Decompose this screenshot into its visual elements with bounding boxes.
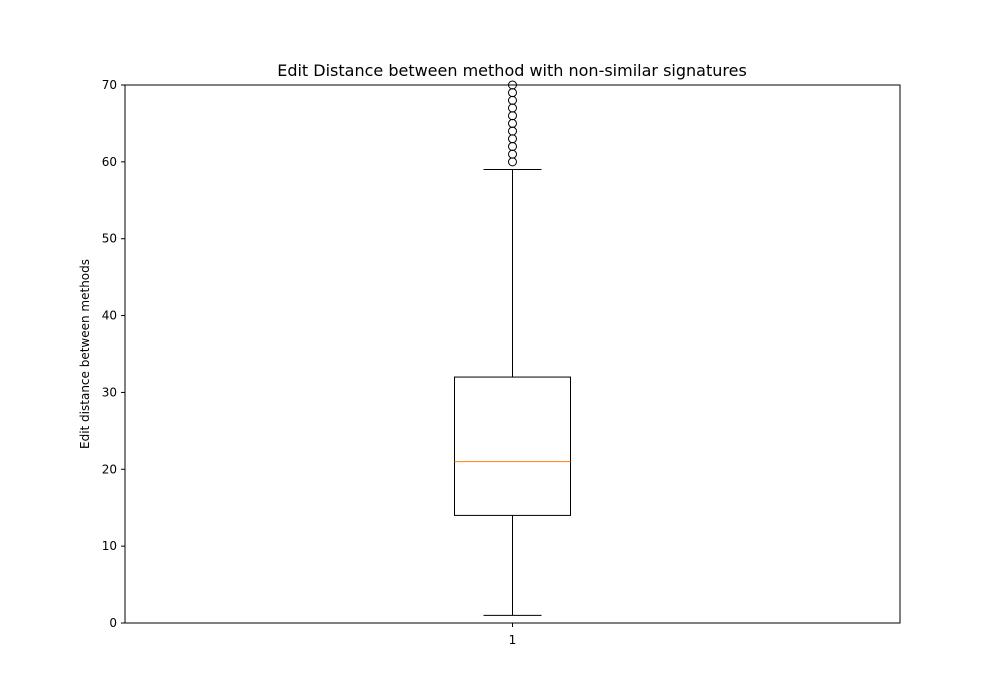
y-tick-label: 0 <box>109 616 117 630</box>
outlier-point <box>508 118 517 128</box>
x-tick-label: 1 <box>509 633 517 647</box>
outlier-point <box>508 134 517 144</box>
outlier-point <box>508 141 517 151</box>
y-axis-label: Edit distance between methods <box>78 259 92 449</box>
y-tick-label: 70 <box>102 78 117 92</box>
outlier-point <box>508 88 517 98</box>
plot-frame <box>124 84 901 624</box>
y-tick-label: 10 <box>102 539 117 553</box>
outlier-point <box>508 111 517 121</box>
y-tick-label: 60 <box>102 155 117 169</box>
outlier-point <box>508 95 517 105</box>
y-tick-label: 40 <box>102 309 117 323</box>
x-axis: 1 <box>509 623 517 647</box>
y-tick-label: 30 <box>102 385 117 399</box>
outlier-point <box>508 103 517 113</box>
chart-title: Edit Distance between method with non-si… <box>277 61 747 80</box>
outlier-point <box>508 157 517 167</box>
outlier-point <box>508 149 517 159</box>
boxes <box>454 80 571 616</box>
iqr-box <box>454 376 571 516</box>
y-tick-label: 20 <box>102 462 117 476</box>
outlier-point <box>508 126 517 136</box>
y-tick-label: 50 <box>102 232 117 246</box>
y-axis: 0 10 20 30 40 50 60 70 <box>102 78 125 630</box>
